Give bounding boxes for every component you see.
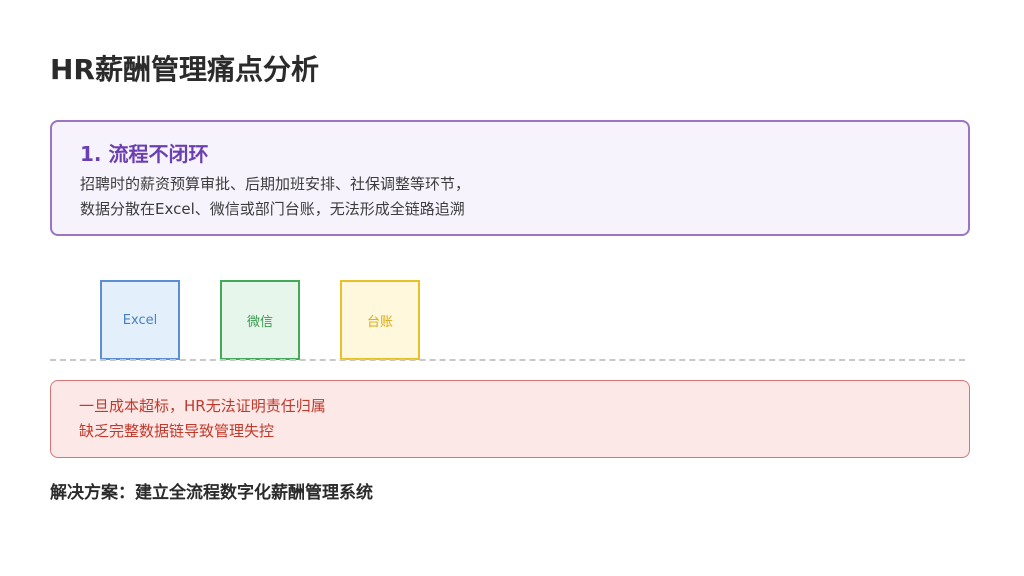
issue-description-line: 数据分散在Excel、微信或部门台账，无法形成全链路追溯 [80, 200, 465, 218]
source-box-wechat: 微信 [220, 280, 300, 360]
page-title: HR薪酬管理痛点分析 [50, 53, 319, 86]
risk-line: 缺乏完整数据链导致管理失控 [79, 422, 275, 440]
issue-heading: 1. 流程不闭环 [80, 142, 209, 166]
dashed-divider [50, 359, 965, 361]
issue-card: 1. 流程不闭环 招聘时的薪资预算审批、后期加班安排、社保调整等环节， 数据分散… [50, 120, 970, 236]
risk-line: 一旦成本超标，HR无法证明责任归属 [79, 397, 326, 415]
source-box-excel: Excel [100, 280, 180, 360]
solution-statement: 解决方案：建立全流程数字化薪酬管理系统 [50, 483, 373, 503]
issue-description-line: 招聘时的薪资预算审批、后期加班安排、社保调整等环节， [80, 175, 471, 193]
risk-card: 一旦成本超标，HR无法证明责任归属 缺乏完整数据链导致管理失控 [50, 380, 970, 458]
source-box-ledger: 台账 [340, 280, 420, 360]
